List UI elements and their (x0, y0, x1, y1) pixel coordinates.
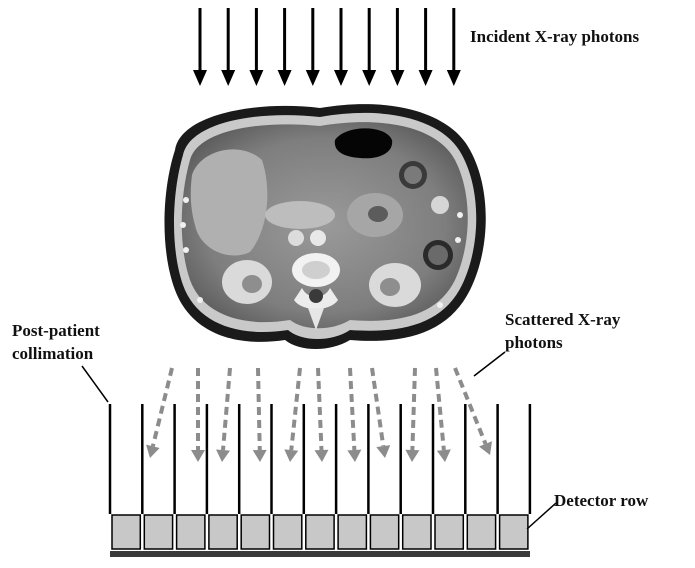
detector-cell (274, 515, 302, 549)
scattered-arrowhead (314, 450, 328, 462)
detector-cell (435, 515, 463, 549)
detector-cell (177, 515, 205, 549)
detector-cells (112, 515, 528, 549)
scattered-arrow (258, 368, 260, 450)
scattered-arrow (153, 368, 172, 446)
scattered-arrow (412, 368, 415, 450)
scattered-photons-label-line1: Scattered X-ray (505, 309, 620, 331)
scattered-arrow (318, 368, 321, 450)
scattered-arrowhead (376, 445, 390, 458)
incident-arrowhead (249, 70, 263, 86)
incident-arrowhead (193, 70, 207, 86)
scattered-arrow (372, 368, 383, 446)
incident-arrowhead (362, 70, 376, 86)
incident-arrowhead (390, 70, 404, 86)
incident-arrows (193, 8, 461, 86)
detector-cell (112, 515, 140, 549)
incident-arrowhead (334, 70, 348, 86)
detector-cell (500, 515, 528, 549)
detector-base (110, 551, 530, 557)
scattered-arrow (436, 368, 444, 450)
ct-abdomen-image (164, 104, 485, 349)
scattered-photons-label-line2: photons (505, 332, 563, 354)
detector-cell (403, 515, 431, 549)
detector-cell (338, 515, 366, 549)
detector-cell (209, 515, 237, 549)
scattered-arrowhead (216, 449, 230, 462)
detector-cell (241, 515, 269, 549)
post-patient-label-line2: collimation (12, 343, 93, 365)
detector-cell (144, 515, 172, 549)
incident-arrowhead (221, 70, 235, 86)
scattered-arrowhead (146, 445, 160, 458)
incident-arrowhead (278, 70, 292, 86)
scattered-leader-line (474, 352, 505, 376)
scattered-arrow (291, 368, 300, 450)
scattered-arrowhead (437, 449, 451, 462)
scattered-arrow (223, 368, 230, 450)
incident-photons-label: Incident X-ray photons (470, 26, 639, 48)
post-patient-label-line1: Post-patient (12, 320, 100, 342)
detector-row-label: Detector row (554, 490, 648, 512)
scattered-arrowhead (405, 450, 419, 462)
scattered-arrowhead (347, 450, 361, 462)
scattered-arrowhead (253, 450, 267, 462)
detector-cell (306, 515, 334, 549)
incident-arrowhead (306, 70, 320, 86)
incident-arrowhead (419, 70, 433, 86)
incident-arrowhead (447, 70, 461, 86)
scattered-arrowhead (191, 450, 205, 462)
scattered-arrow (350, 368, 354, 450)
detector-cell (370, 515, 398, 549)
detector-cell (467, 515, 495, 549)
post-patient-leader-line (82, 366, 108, 402)
detector-leader-line (527, 503, 556, 529)
scattered-arrowhead (284, 449, 298, 462)
scattered-photon-arrows (146, 368, 492, 462)
scattered-arrow (455, 368, 486, 444)
